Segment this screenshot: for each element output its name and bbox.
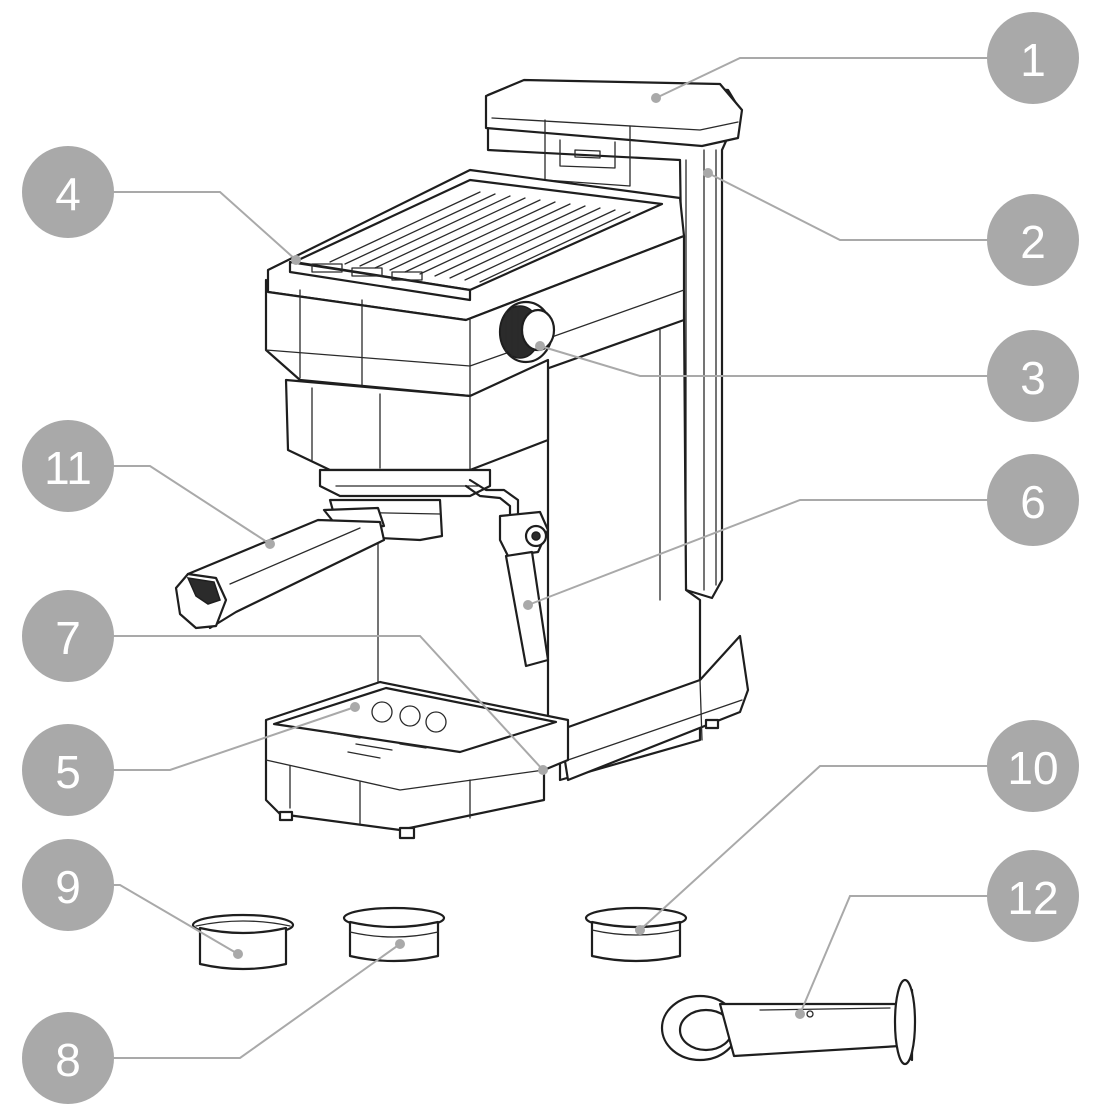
callout-2: 2 — [987, 194, 1079, 286]
main-body — [264, 234, 686, 398]
callout-9-label: 9 — [55, 861, 81, 913]
callout-2-label: 2 — [1020, 216, 1046, 268]
steam-knob — [498, 300, 556, 364]
control-panel — [288, 260, 472, 302]
steam-wand — [464, 478, 550, 668]
callout-4-label: 4 — [55, 168, 81, 220]
portafilter — [174, 498, 444, 630]
callout-7: 7 — [22, 590, 114, 682]
callout-12-label: 12 — [1007, 872, 1058, 924]
leader-lines — [112, 57, 990, 1059]
callout-6-label: 6 — [1020, 476, 1046, 528]
callout-5: 5 — [22, 724, 114, 816]
callout-11-label: 11 — [44, 442, 92, 494]
water-tank-lid — [484, 78, 744, 187]
callout-7-label: 7 — [55, 612, 81, 664]
callout-11: 11 — [22, 420, 114, 512]
callout-8-label: 8 — [55, 1034, 81, 1086]
brew-head — [284, 358, 550, 498]
filter-basket-single — [191, 913, 295, 971]
callout-6: 6 — [987, 454, 1079, 546]
callout-1-label: 1 — [1020, 34, 1046, 86]
callout-8: 8 — [22, 1012, 114, 1104]
callout-3: 3 — [987, 330, 1079, 422]
callout-4: 4 — [22, 146, 114, 238]
callout-5-label: 5 — [55, 746, 81, 798]
drip-tray — [264, 680, 570, 840]
measuring-spoon-tamper — [660, 978, 917, 1066]
callout-1: 1 — [987, 12, 1079, 104]
callout-10: 10 — [987, 720, 1079, 812]
machine-base — [558, 634, 750, 782]
callout-9: 9 — [22, 839, 114, 931]
callout-10-label: 10 — [1007, 742, 1058, 794]
callout-3-label: 3 — [1020, 352, 1046, 404]
filter-basket-pressurized — [584, 906, 688, 963]
espresso-machine-drawing — [174, 78, 750, 840]
filter-basket-double — [342, 906, 446, 963]
callout-12: 12 — [987, 850, 1079, 942]
